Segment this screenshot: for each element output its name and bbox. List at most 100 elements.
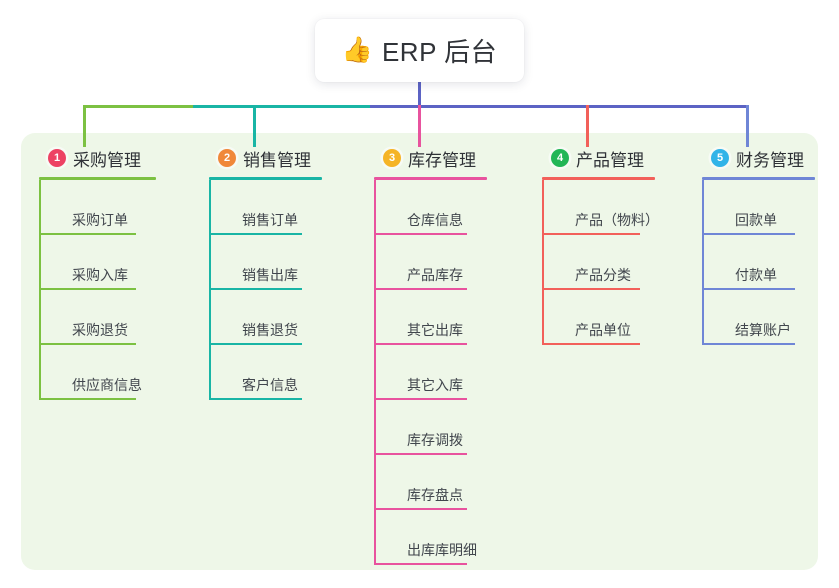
leaf-item-rule xyxy=(209,288,302,290)
leaf-item-rule xyxy=(374,233,467,235)
column-3: 3 库存管理仓库信息产品库存其它出库其它入库库存调拨库存盘点出库库明细 xyxy=(365,145,520,565)
root-node-label: ERP 后台 xyxy=(381,37,498,67)
column-badge-5: 5 xyxy=(711,149,729,167)
leaf-item-rule xyxy=(39,343,136,345)
leaf-item-rule xyxy=(702,233,795,235)
leaf-item[interactable]: 销售订单 xyxy=(209,180,350,235)
leaf-item-label: 采购退货 xyxy=(72,322,128,338)
column-4: 4 产品管理产品（物料） 产品分类产品单位 xyxy=(533,145,683,345)
drop-line-col-4 xyxy=(586,105,589,147)
column-title-2: 销售管理 xyxy=(243,150,311,170)
column-underline-3 xyxy=(374,177,487,180)
leaf-item-rule xyxy=(209,398,302,400)
drop-line-col-5 xyxy=(746,105,749,147)
column-underline-2 xyxy=(209,177,322,180)
column-items-4: 产品（物料） 产品分类产品单位 xyxy=(533,180,683,345)
leaf-item-label: 产品单位 xyxy=(575,322,631,338)
column-header-4[interactable]: 4 产品管理 xyxy=(533,145,683,171)
leaf-item-label: 其它入库 xyxy=(407,377,463,393)
column-underline-5 xyxy=(702,177,815,180)
leaf-item-rule xyxy=(374,343,467,345)
leaf-item-label: 产品（物料） xyxy=(575,212,659,228)
leaf-item-rule xyxy=(374,453,467,455)
leaf-item[interactable]: 销售退货 xyxy=(209,290,350,345)
leaf-item-label: 销售出库 xyxy=(242,267,298,283)
leaf-item[interactable]: 采购订单 xyxy=(39,180,180,235)
leaf-item[interactable]: 其它入库 xyxy=(374,345,520,400)
leaf-item[interactable]: 仓库信息 xyxy=(374,180,520,235)
leaf-item-label: 库存调拨 xyxy=(407,432,463,448)
leaf-item[interactable]: 产品（物料） xyxy=(542,180,683,235)
column-spine-5 xyxy=(702,180,704,345)
leaf-item-label: 结算账户 xyxy=(735,322,791,338)
column-underline-1 xyxy=(39,177,156,180)
leaf-item-rule xyxy=(374,288,467,290)
leaf-item-rule xyxy=(702,288,795,290)
leaf-item-label: 其它出库 xyxy=(407,322,463,338)
leaf-item-label: 库存盘点 xyxy=(407,487,463,503)
column-spine-3 xyxy=(374,180,376,565)
leaf-item-label: 出库库明细 xyxy=(407,542,477,558)
leaf-item-label: 销售退货 xyxy=(242,322,298,338)
column-items-1: 采购订单采购入库采购退货供应商信息 xyxy=(30,180,180,400)
leaf-item[interactable]: 产品单位 xyxy=(542,290,683,345)
column-title-1: 采购管理 xyxy=(73,150,141,170)
leaf-item-label: 销售订单 xyxy=(242,212,298,228)
column-badge-3: 3 xyxy=(383,149,401,167)
leaf-item-rule xyxy=(702,343,795,345)
leaf-item-rule xyxy=(542,233,640,235)
leaf-item[interactable]: 供应商信息 xyxy=(39,345,180,400)
column-badge-4: 4 xyxy=(551,149,569,167)
leaf-item[interactable]: 结算账户 xyxy=(702,290,833,345)
diagram-panel xyxy=(21,133,818,570)
leaf-item[interactable]: 出库库明细 xyxy=(374,510,520,565)
column-items-2: 销售订单销售出库销售退货客户信息 xyxy=(200,180,350,400)
drop-line-col-2 xyxy=(253,105,256,147)
leaf-item-rule xyxy=(39,233,136,235)
leaf-item[interactable]: 销售出库 xyxy=(209,235,350,290)
column-items-3: 仓库信息产品库存其它出库其它入库库存调拨库存盘点出库库明细 xyxy=(365,180,520,565)
bus-segment-indigo xyxy=(370,105,748,108)
leaf-item-rule xyxy=(542,343,640,345)
column-header-5[interactable]: 5 财务管理 xyxy=(693,145,833,171)
leaf-item[interactable]: 产品分类 xyxy=(542,235,683,290)
leaf-item-label: 产品分类 xyxy=(575,267,631,283)
column-5: 5 财务管理回款单付款单结算账户 xyxy=(693,145,833,345)
leaf-item-rule xyxy=(39,288,136,290)
leaf-item-label: 回款单 xyxy=(735,212,777,228)
leaf-item-rule xyxy=(374,508,467,510)
leaf-item-label: 供应商信息 xyxy=(72,377,142,393)
leaf-item[interactable]: 付款单 xyxy=(702,235,833,290)
leaf-item[interactable]: 产品库存 xyxy=(374,235,520,290)
leaf-item-label: 产品库存 xyxy=(407,267,463,283)
column-badge-1: 1 xyxy=(48,149,66,167)
column-items-5: 回款单付款单结算账户 xyxy=(693,180,833,345)
drop-line-col-1 xyxy=(83,105,86,147)
leaf-item-rule xyxy=(374,563,467,565)
leaf-item[interactable]: 采购退货 xyxy=(39,290,180,345)
leaf-item-rule xyxy=(209,233,302,235)
leaf-item[interactable]: 库存盘点 xyxy=(374,455,520,510)
column-header-1[interactable]: 1 采购管理 xyxy=(30,145,180,171)
column-underline-4 xyxy=(542,177,655,180)
column-header-3[interactable]: 3 库存管理 xyxy=(365,145,520,171)
column-spine-1 xyxy=(39,180,41,400)
leaf-item-rule xyxy=(209,343,302,345)
leaf-item-label: 客户信息 xyxy=(242,377,298,393)
column-title-3: 库存管理 xyxy=(408,150,476,170)
root-node-card[interactable]: 👍 ERP 后台 xyxy=(315,19,524,82)
column-title-4: 产品管理 xyxy=(576,150,644,170)
leaf-item-rule xyxy=(374,398,467,400)
leaf-item-rule xyxy=(39,398,136,400)
leaf-item[interactable]: 客户信息 xyxy=(209,345,350,400)
leaf-item[interactable]: 其它出库 xyxy=(374,290,520,345)
column-spine-4 xyxy=(542,180,544,345)
leaf-item-label: 采购入库 xyxy=(72,267,128,283)
leaf-item[interactable]: 回款单 xyxy=(702,180,833,235)
leaf-item-label: 付款单 xyxy=(735,267,777,283)
leaf-item[interactable]: 库存调拨 xyxy=(374,400,520,455)
column-title-5: 财务管理 xyxy=(736,150,804,170)
leaf-item[interactable]: 采购入库 xyxy=(39,235,180,290)
